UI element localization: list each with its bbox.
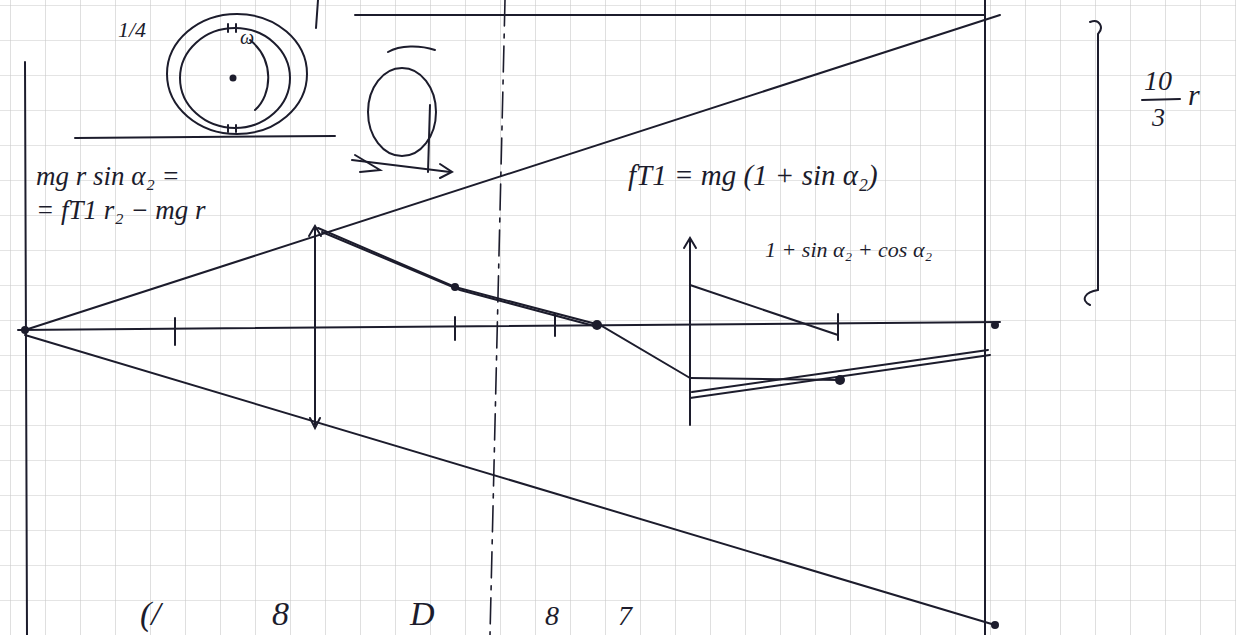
handwritten-note: 1/4 bbox=[118, 18, 146, 42]
handwritten-note: ω bbox=[240, 26, 254, 48]
handwritten-note: 7 bbox=[618, 601, 632, 632]
handwritten-note: D bbox=[410, 595, 435, 632]
handwritten-note: 10 bbox=[1144, 66, 1172, 97]
handwritten-note: 8 bbox=[272, 595, 289, 632]
handwritten-note: 1 + sin α₂ + cos α₂ bbox=[765, 238, 932, 262]
handwritten-note: 3 bbox=[1152, 104, 1165, 133]
handwritten-note: 8 bbox=[545, 601, 559, 632]
handwritten-note: mg r sin α₂ = bbox=[36, 162, 180, 192]
handwritten-note: r bbox=[1188, 78, 1200, 111]
handwritten-note: fT1 = mg (1 + sin α₂) bbox=[628, 160, 878, 192]
handwritten-note: (/ bbox=[140, 595, 161, 632]
handwritten-note: = fT1 r₂ − mg r bbox=[36, 196, 206, 226]
